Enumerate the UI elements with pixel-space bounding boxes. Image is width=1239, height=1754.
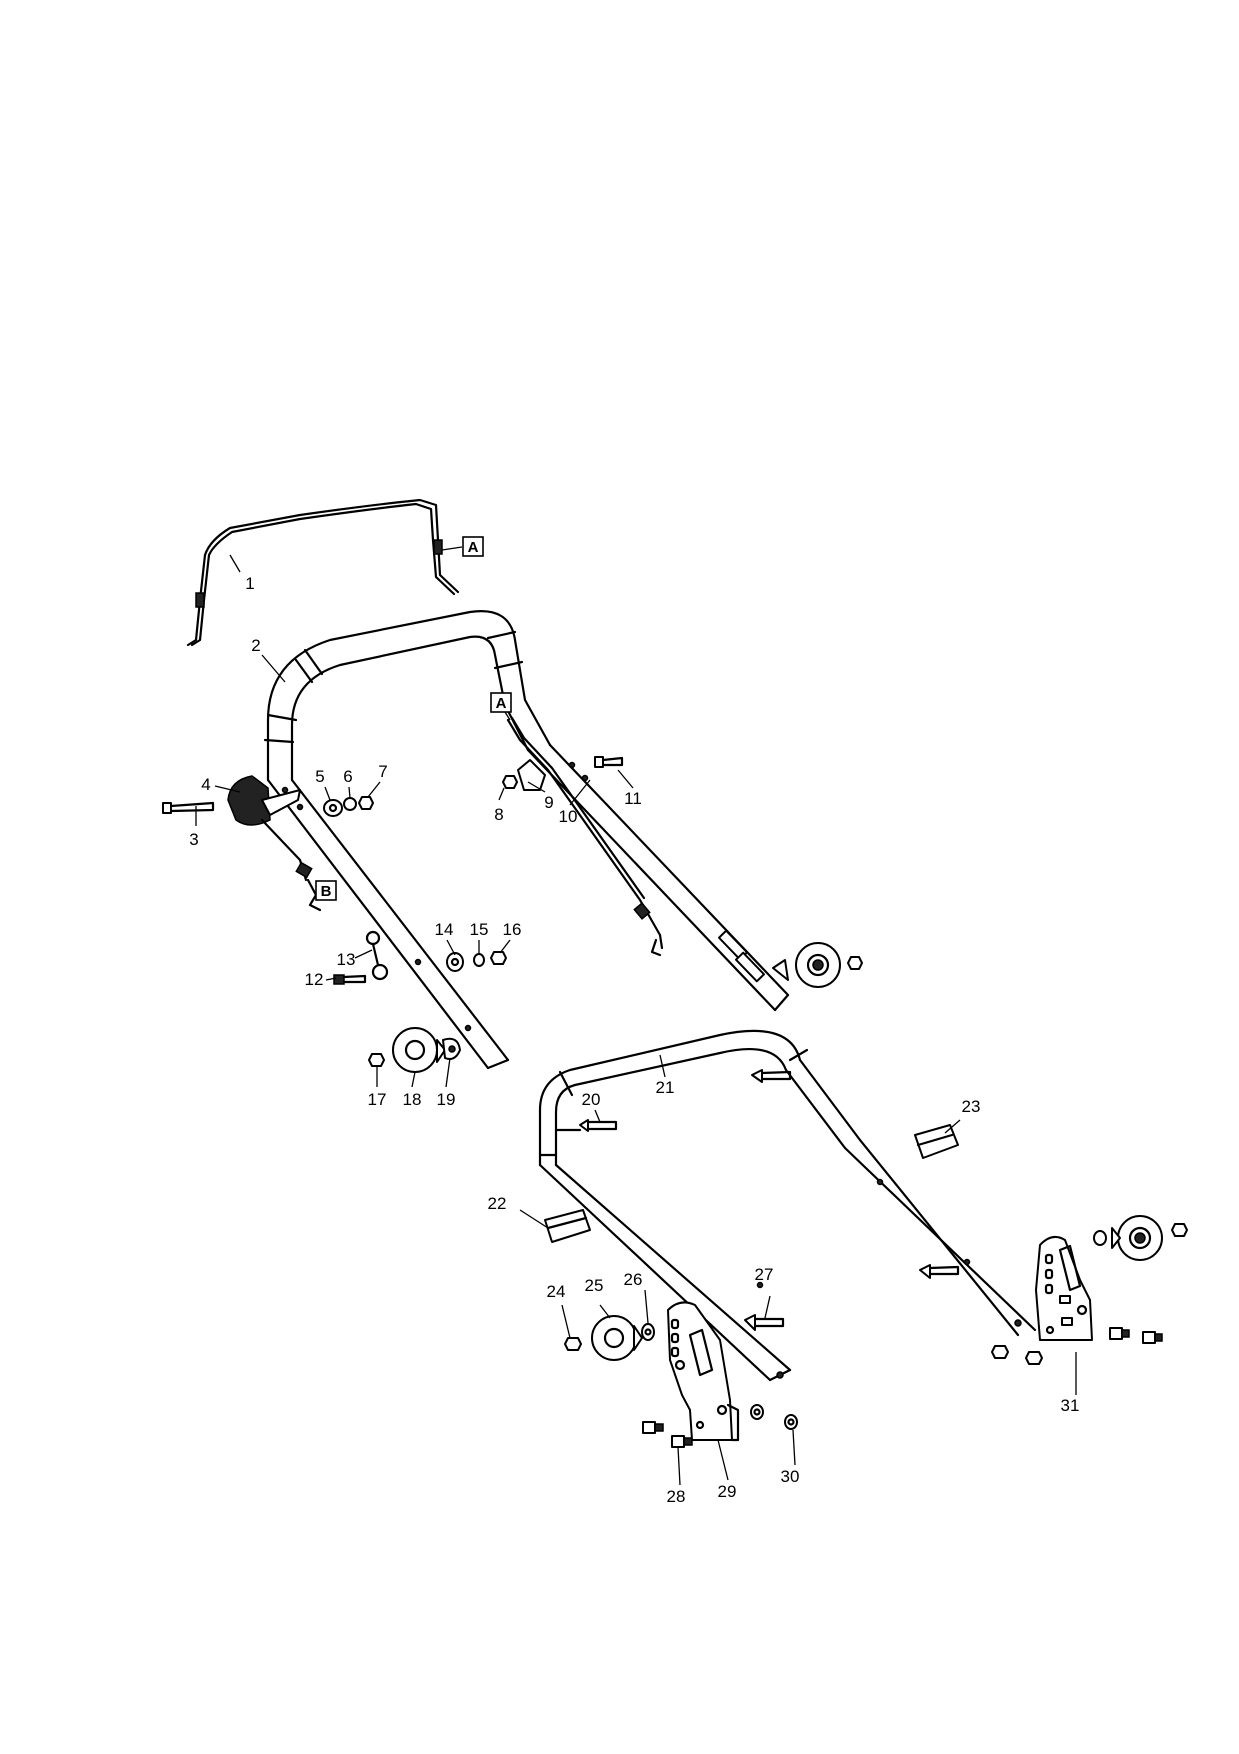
part-18-knob [392,1027,446,1073]
part-20-bolt [579,1119,618,1132]
callout-14: 14 [435,920,454,939]
part-10-brake-cable [506,716,664,957]
part-11-bolt [594,756,624,768]
callout-9: 9 [544,793,553,812]
part-6-lock-washer [343,797,357,811]
callout-3: 3 [189,830,198,849]
callout-31: 31 [1061,1396,1080,1415]
callout-25: 25 [585,1276,604,1295]
part-26-washer [641,1323,655,1341]
callout-20: 20 [582,1090,601,1109]
callout-29: 29 [718,1482,737,1501]
callout-16: 16 [503,920,522,939]
part-16-nut [490,951,507,965]
part-15-lock-washer [473,953,485,967]
callout-1: 1 [245,574,254,593]
reference-letter: A [468,539,479,556]
callout-27: 27 [755,1265,774,1284]
part-28-bolt [642,1421,693,1448]
knob-assembly-upper-right [772,942,863,988]
part-25-knob [591,1315,643,1361]
reference-box-b: B [315,880,337,901]
callout-5: 5 [315,767,324,786]
part-3-bolt [162,801,215,814]
callout-7: 7 [378,762,387,781]
callout-12: 12 [305,970,324,989]
part-12-bolt [333,974,367,985]
part-22-cable-clip [544,1209,591,1243]
part-1-control-bail [186,498,460,647]
callout-18: 18 [403,1090,422,1109]
reference-letter: B [321,883,332,900]
callout-30: 30 [781,1467,800,1486]
callout-6: 6 [343,767,352,786]
part-31-bracket [991,1215,1188,1365]
part-23-cable-clip [914,1124,959,1159]
callout-4: 4 [201,775,210,794]
callout-13: 13 [337,950,356,969]
part-2-upper-handle [263,610,790,1070]
part-24-nut [564,1337,582,1351]
callout-24: 24 [547,1282,566,1301]
callout-10: 10 [559,807,578,826]
part-5-washer [323,799,343,817]
part-30-washer [750,1404,798,1430]
reference-letter: A [496,695,507,712]
part-4-control-lever [227,775,322,912]
part-7-nut [358,796,374,810]
part-13-cable-guide [365,930,389,981]
callout-23: 23 [962,1097,981,1116]
callout-26: 26 [624,1270,643,1289]
part-17-nut [368,1053,385,1067]
callout-28: 28 [667,1487,686,1506]
callout-8: 8 [494,805,503,824]
part-21-lower-handle [538,1029,1037,1382]
part-29-bracket [667,1301,740,1442]
callout-19: 19 [437,1090,456,1109]
callout-17: 17 [368,1090,387,1109]
part-8-nut [502,775,518,789]
part-14-washer [446,952,464,972]
part-9-cable-clip [517,759,546,791]
callout-2: 2 [251,636,260,655]
callout-21: 21 [656,1078,675,1097]
reference-box-a-lower: A [490,692,512,721]
reference-box-a-upper: A [441,536,484,557]
callout-labels: 1 2 3 4 5 6 7 8 9 10 11 12 13 14 15 16 1… [189,574,1079,1506]
callout-22: 22 [488,1194,507,1213]
part-27-bolt [744,1314,785,1331]
callout-15: 15 [470,920,489,939]
leader-lines [195,554,1077,1486]
callout-11: 11 [624,789,642,808]
part-19-spacer [442,1037,461,1060]
